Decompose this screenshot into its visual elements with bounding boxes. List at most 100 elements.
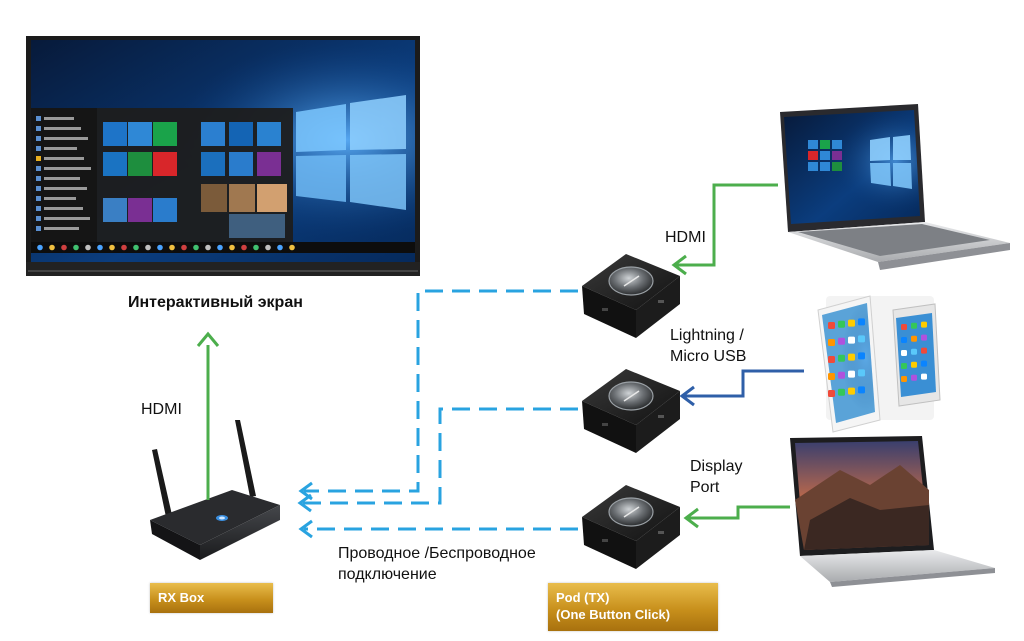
start-list-icon: [36, 116, 41, 121]
pod-icon: [582, 369, 680, 453]
taskbar-icon: [121, 244, 127, 251]
start-list-icon: [36, 186, 41, 191]
start-tile: [153, 152, 177, 176]
start-list-icon: [36, 226, 41, 231]
wireless-arrowheads: [297, 481, 313, 539]
start-list-icon: [36, 196, 41, 201]
taskbar-icon: [157, 244, 163, 251]
app-icon: [921, 334, 927, 341]
lightning-label-line1: Lightning /: [670, 327, 744, 344]
taskbar-icon: [37, 244, 43, 251]
taskbar: [31, 242, 415, 253]
start-tile: [128, 122, 152, 146]
app-icon: [848, 353, 855, 361]
displayport-label-line2: Port: [690, 479, 720, 496]
app-icon: [911, 374, 917, 381]
start-tile: [257, 152, 281, 176]
taskbar-icon: [181, 244, 187, 251]
start-menu-list: [36, 116, 91, 231]
interactive-screen: [26, 36, 420, 276]
start-list-text: [44, 147, 77, 150]
start-tile: [229, 214, 285, 238]
pod-icon: [582, 485, 680, 569]
rx-box-badge-text: RX Box: [158, 590, 205, 605]
app-icon: [838, 337, 845, 345]
start-tile: [103, 198, 127, 222]
taskbar-icon: [169, 244, 175, 251]
app-icon: [901, 376, 907, 382]
start-list-text: [44, 167, 91, 170]
start-tile: [257, 122, 281, 146]
taskbar-icon: [253, 244, 259, 251]
taskbar-icon: [109, 244, 115, 251]
start-list-text: [44, 157, 84, 160]
start-tile: [103, 152, 127, 176]
app-icon: [828, 356, 835, 363]
app-icon: [838, 371, 845, 379]
app-icon: [848, 370, 855, 378]
start-tile: [153, 122, 177, 146]
app-icon: [911, 335, 917, 342]
pod-icon: [582, 254, 680, 338]
app-icon: [911, 348, 917, 355]
app-icon: [901, 324, 907, 330]
app-icon: [848, 319, 855, 327]
lightning-arrow-tablet-to-pod: [679, 369, 804, 407]
taskbar-icon: [289, 244, 295, 251]
start-list-text: [44, 187, 87, 190]
pod-badge: Pod (TX) (One Button Click): [548, 583, 718, 631]
tablet-phone-icon: [817, 295, 941, 433]
start-tiles: [103, 122, 287, 238]
app-icon: [828, 373, 835, 380]
app-icon: [921, 373, 927, 380]
taskbar-icons: [37, 244, 295, 251]
start-tile: [229, 122, 253, 146]
start-list-text: [44, 227, 79, 230]
taskbar-icon: [217, 244, 223, 251]
app-icon: [838, 354, 845, 362]
app-icon: [848, 336, 855, 344]
taskbar-icon: [73, 244, 79, 251]
taskbar-icon: [85, 244, 91, 251]
start-list-icon: [36, 146, 41, 151]
start-list-text: [44, 217, 90, 220]
taskbar-icon: [145, 244, 151, 251]
dash-pod2: [303, 407, 578, 505]
taskbar-icon: [229, 244, 235, 251]
app-icon: [901, 363, 907, 369]
start-tile: [201, 152, 225, 176]
app-icon: [838, 320, 845, 328]
hdmi-label-right: HDMI: [665, 229, 706, 246]
start-list-text: [44, 117, 74, 120]
rx-box-badge: RX Box: [150, 583, 273, 613]
pod-badge-line1: Pod (TX): [556, 590, 610, 605]
start-tile: [153, 198, 177, 222]
app-icon: [858, 318, 865, 326]
start-list-text: [44, 207, 83, 210]
start-list-icon: [36, 206, 41, 211]
displayport-arrow-macbook-to-pod: [683, 505, 790, 529]
start-list-icon: [36, 136, 41, 141]
laptop-icon: [780, 104, 1010, 270]
taskbar-icon: [49, 244, 55, 251]
app-icon: [828, 390, 835, 397]
app-icon: [828, 322, 835, 329]
app-icon: [911, 361, 917, 368]
app-icon: [911, 322, 917, 329]
start-list-text: [44, 127, 81, 130]
taskbar-icon: [61, 244, 67, 251]
app-icon: [848, 387, 855, 395]
pod-badge-line2: (One Button Click): [556, 607, 671, 622]
start-tile: [103, 122, 127, 146]
hdmi-arrow-laptop-to-pod: [671, 183, 778, 276]
taskbar-icon: [97, 244, 103, 251]
connection-label-line2: подключение: [338, 566, 437, 583]
app-icon: [901, 337, 907, 343]
hdmi-arrow-rx-to-screen: [196, 331, 220, 500]
start-tile: [201, 184, 227, 212]
router-icon: [150, 420, 280, 560]
taskbar-icon: [241, 244, 247, 251]
connection-label-line1: Проводное /Беспроводное: [338, 545, 536, 562]
app-icon: [921, 321, 927, 328]
dash-pod1: [304, 289, 578, 493]
